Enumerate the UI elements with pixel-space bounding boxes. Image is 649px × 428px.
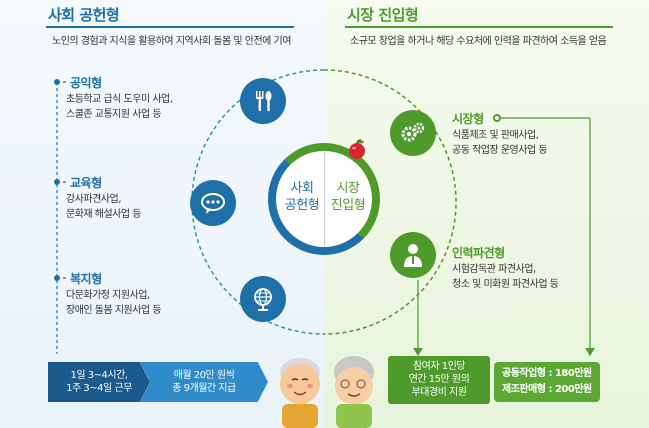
category-label: 공익형 [70,76,102,90]
right-title-rule [345,26,613,28]
category-desc: 장애인 돌봄 지원사업 등 [66,305,162,316]
elderly-couple-icon [280,356,374,428]
category-label: 복지형 [70,272,102,286]
timeline-dot [493,114,501,122]
globe-icon [240,276,286,322]
category-desc: 강사파견사업, [66,194,121,205]
apple-icon [346,138,368,164]
category-desc: 식품제조 및 판매사업, [452,130,539,141]
fork-knife-icon [240,78,286,124]
left-title-rule [46,26,294,28]
timeline-dot [54,79,60,85]
worker-icon [390,232,436,278]
category-desc: 초등학교 급식 도우미 사업, [66,94,173,105]
gear-icon [390,110,436,156]
left-subtitle: 노인의 경험과 지식을 활용하여 지역사회 돌봄 및 안전에 기여 [52,36,291,47]
speech-bubble-icon [190,180,236,226]
work-hours-bar: 1일 3~4시간,1주 3~4일 근무 [48,362,150,402]
category-label: 인력파견형 [452,246,505,260]
category-desc: 시험감독관 파견사업, [452,264,536,275]
category-label: 교육형 [70,176,102,190]
left-title: 사회 공헌형 [48,6,120,24]
timeline-dot [54,275,60,281]
category-desc: 공동 작업장 운영사업 등 [452,145,548,156]
timeline-dot [54,179,60,185]
category-desc: 문화재 해설사업 등 [66,209,141,220]
category-desc: 스쿨존 교통지원 사업 등 [66,109,162,120]
category-desc: 다문화가정 지원사업, [66,290,150,301]
category-label: 시장형 [452,112,484,126]
category-desc: 청소 및 미화원 파견사업 등 [452,279,559,290]
center-divider [324,152,325,246]
right-title: 시장 진입형 [347,6,419,24]
right-subtitle: 소규모 창업을 하거나 해당 수요처에 인력을 파견하여 소득을 얻음 [350,36,607,47]
